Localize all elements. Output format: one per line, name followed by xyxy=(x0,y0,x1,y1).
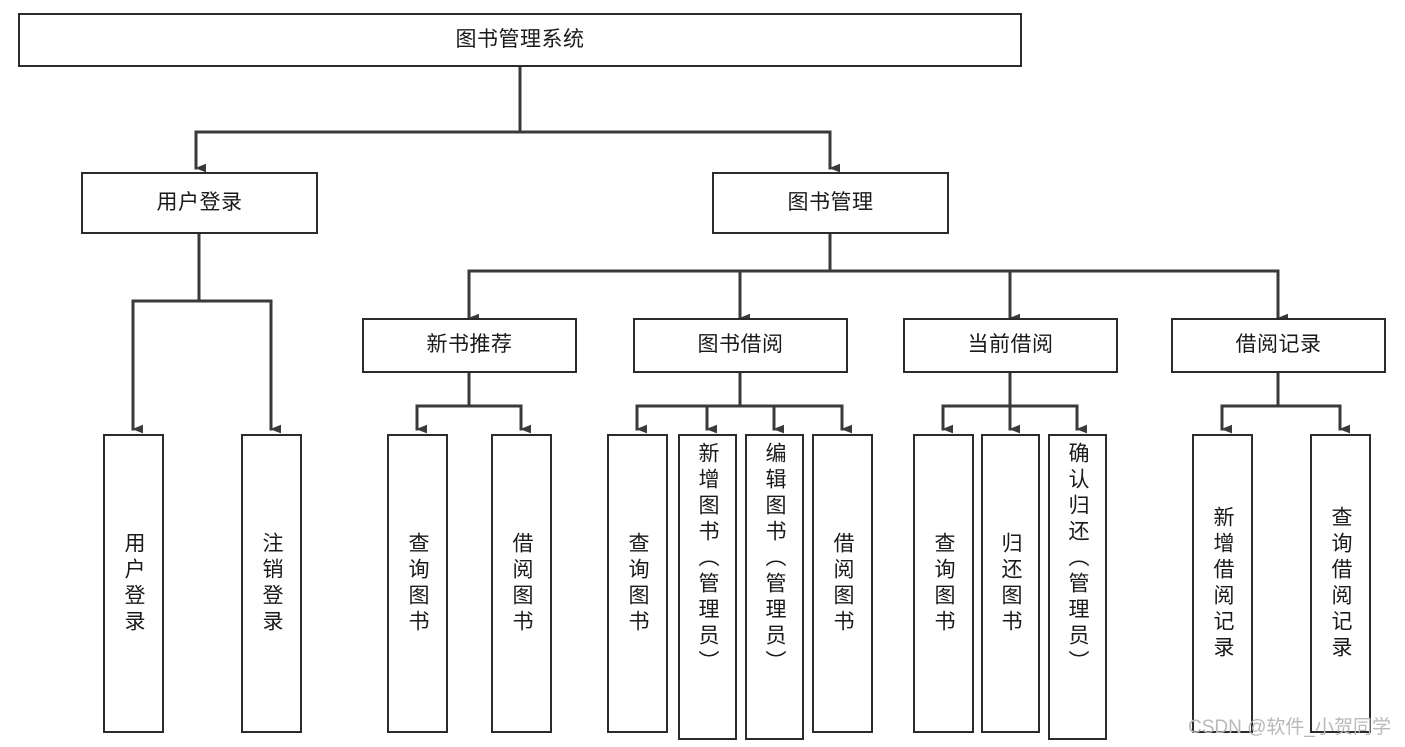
node-leaf-borrow-query-book[interactable]: 查询图书 xyxy=(607,434,668,733)
node-leaf-edit-book-admin-label: 编辑图书（管理员） xyxy=(763,442,786,676)
node-leaf-user-login-label: 用户登录 xyxy=(122,531,145,636)
node-leaf-borrow-book[interactable]: 借阅图书 xyxy=(812,434,873,733)
node-user-login[interactable]: 用户登录 xyxy=(81,172,318,234)
node-root-label: 图书管理系统 xyxy=(455,27,585,51)
node-root[interactable]: 图书管理系统 xyxy=(18,13,1022,67)
node-leaf-rec-query-book-label: 查询图书 xyxy=(406,531,429,636)
node-leaf-add-book-admin[interactable]: 新增图书（管理员） xyxy=(678,434,737,740)
node-leaf-logout-label: 注销登录 xyxy=(260,531,283,636)
node-book-manage[interactable]: 图书管理 xyxy=(712,172,949,234)
node-leaf-edit-book-admin[interactable]: 编辑图书（管理员） xyxy=(745,434,804,740)
node-leaf-borrow-book-label: 借阅图书 xyxy=(831,531,854,636)
node-leaf-confirm-return-admin-label: 确认归还（管理员） xyxy=(1066,442,1089,676)
node-leaf-query-borrow-record[interactable]: 查询借阅记录 xyxy=(1310,434,1371,733)
node-borrow-record-label: 借阅记录 xyxy=(1235,333,1322,357)
node-leaf-add-book-admin-label: 新增图书（管理员） xyxy=(696,442,719,676)
node-leaf-query-borrow-record-label: 查询借阅记录 xyxy=(1329,505,1352,662)
node-new-book-recommend[interactable]: 新书推荐 xyxy=(362,318,577,373)
node-book-borrow-label: 图书借阅 xyxy=(697,333,784,357)
node-leaf-add-borrow-record-label: 新增借阅记录 xyxy=(1211,505,1234,662)
node-borrow-record[interactable]: 借阅记录 xyxy=(1171,318,1386,373)
watermark-text: CSDN @软件_小贺同学 xyxy=(1188,717,1391,738)
node-leaf-confirm-return-admin[interactable]: 确认归还（管理员） xyxy=(1048,434,1107,740)
node-leaf-rec-borrow-book[interactable]: 借阅图书 xyxy=(491,434,552,733)
node-leaf-current-query-book[interactable]: 查询图书 xyxy=(913,434,974,733)
connector-lines xyxy=(131,65,1350,434)
node-leaf-logout[interactable]: 注销登录 xyxy=(241,434,302,733)
node-user-login-label: 用户登录 xyxy=(156,190,243,214)
node-leaf-rec-borrow-book-label: 借阅图书 xyxy=(510,531,533,636)
node-new-book-recommend-label: 新书推荐 xyxy=(426,333,513,357)
node-leaf-return-book-label: 归还图书 xyxy=(999,531,1022,636)
node-leaf-return-book[interactable]: 归还图书 xyxy=(981,434,1040,733)
node-current-borrow-label: 当前借阅 xyxy=(967,333,1054,357)
node-current-borrow[interactable]: 当前借阅 xyxy=(903,318,1118,373)
node-leaf-current-query-book-label: 查询图书 xyxy=(932,531,955,636)
node-leaf-borrow-query-book-label: 查询图书 xyxy=(626,531,649,636)
node-leaf-rec-query-book[interactable]: 查询图书 xyxy=(387,434,448,733)
node-leaf-add-borrow-record[interactable]: 新增借阅记录 xyxy=(1192,434,1253,733)
node-book-borrow[interactable]: 图书借阅 xyxy=(633,318,848,373)
node-book-manage-label: 图书管理 xyxy=(787,190,874,214)
node-leaf-user-login[interactable]: 用户登录 xyxy=(103,434,164,733)
